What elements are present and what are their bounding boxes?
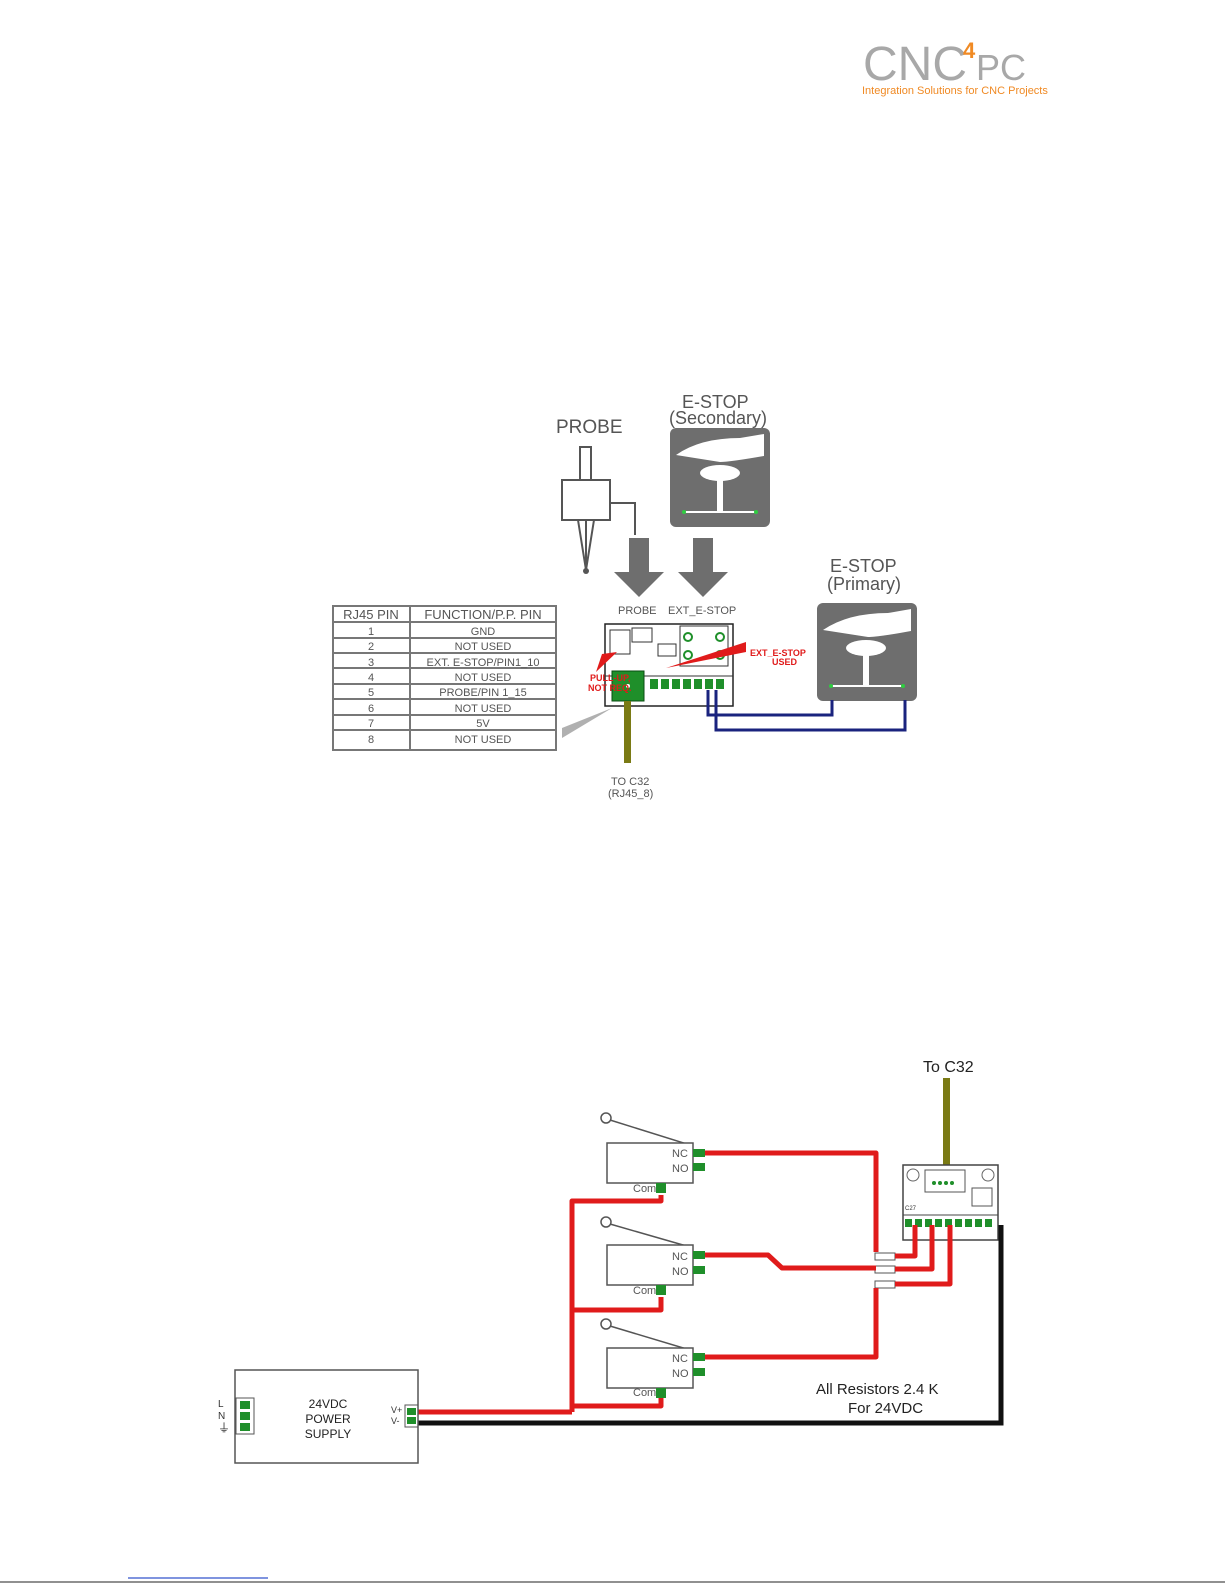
c32-cable [943,1078,950,1170]
estop-primary-icon [817,603,917,701]
switch-nc-label: NC [672,1353,688,1365]
table-cell: NOT USED [455,734,512,746]
resistor [874,1252,896,1261]
estop-primary-line1: E-STOP [830,556,897,576]
table-cell: 8 [368,734,374,746]
limit-switch-1: NC NO Com [600,1112,705,1195]
c-board [604,623,734,707]
board-probe-label: PROBE [618,605,657,617]
ground-wire [415,1225,1004,1426]
probe-arrow-icon [614,538,664,597]
limit-switch-2: NC NO Com [600,1216,705,1297]
table-cell: GND [471,626,496,638]
switch-nc-label: NC [672,1148,688,1160]
ext-used-pointer [666,642,746,668]
estop-secondary-icon [670,428,770,527]
resistor-note-line2: For 24VDC [848,1400,923,1417]
estop-secondary-line1: E-STOP [682,392,749,412]
ext-used-line1: EXT_E-STOP [750,648,806,658]
power-supply: L N ⏚ V+ V- 24VDC POWER SUPPLY [218,1369,419,1464]
table-cell: 5V [476,718,490,730]
table-cell: NOT USED [455,641,512,653]
table-cell: 4 [368,672,374,684]
table-cell: PROBE/PIN 1_15 [439,687,526,699]
switch-nc-label: NC [672,1251,688,1263]
to-c32-label: To C32 [923,1059,974,1076]
resistor [874,1280,896,1289]
table-cell: 1 [368,626,374,638]
probe-title: PROBE [556,417,623,438]
resistor-note-line1: All Resistors 2.4 K [816,1381,939,1398]
probe-icon [561,446,636,574]
psu-line1: 24VDC [309,1397,348,1411]
table-pointer [562,708,612,738]
estop-arrow-icon [678,538,728,597]
switch-no-label: NO [672,1163,689,1175]
switch-com-label: Com [633,1387,656,1399]
psu-line3: SUPPLY [305,1427,351,1441]
primary-estop-wire-1 [706,690,834,717]
estop-secondary-line2: (Secondary) [669,408,767,428]
red-wires [415,1150,953,1415]
psu-line2: POWER [305,1412,351,1426]
resistor [874,1265,896,1274]
logo-brand-sup: 4 [963,38,976,63]
estop-primary-line2: (Primary) [827,574,901,594]
table-header-pin: RJ45 PIN [343,607,399,622]
switch-com-label: Com [633,1285,656,1297]
table-cell: 6 [368,703,374,715]
limit-switch-3: NC NO Com [600,1318,705,1399]
table-cell: 3 [368,657,374,669]
rj45-pinout-table: RJ45 PIN FUNCTION/P.P. PIN 1 GND 2 NOT U… [332,605,557,751]
pullup-pointer [596,652,617,672]
switch-no-label: NO [672,1368,689,1380]
logo-brand-tail: PC [976,47,1026,88]
table-cell: NOT USED [455,672,512,684]
ground-icon: ⏚ [218,1421,230,1435]
psu-vplus-label: V+ [391,1405,402,1415]
table-cell: 2 [368,641,374,653]
c27-board-name: C27 [905,1206,917,1212]
table-cell: 7 [368,718,374,730]
resistors [874,1252,896,1289]
psu-vminus-label: V- [391,1416,400,1426]
table-cell: 5 [368,687,374,699]
limit-switch-wiring-diagram: To C32 C27 [218,1059,1004,1464]
to-c32-line1: TO C32 [611,776,649,788]
logo-brand-main: CNC [863,38,967,91]
to-c32-line2: (RJ45_8) [608,788,653,800]
pullup-line2: NOT REQ. [588,683,632,693]
pullup-line1: PULL-UP, [590,673,630,683]
table-cell: EXT. E-STOP/PIN1_10 [427,657,540,669]
table-cell: NOT USED [455,703,512,715]
rj45-cable [624,701,631,763]
board-estop-label: EXT_E-STOP [668,605,736,617]
switch-com-label: Com [633,1183,656,1195]
psu-n-label: N [218,1411,225,1422]
psu-l-label: L [218,1399,224,1410]
switch-no-label: NO [672,1266,689,1278]
logo-tagline: Integration Solutions for CNC Projects [862,85,1048,97]
cnc4pc-logo: CNC 4 PC Integration Solutions for CNC P… [862,38,1048,97]
table-header-function: FUNCTION/P.P. PIN [424,607,541,622]
ext-used-line2: USED [772,657,798,667]
probe-estop-diagram: PROBE E-STOP (Secondary) [332,392,917,800]
c27-board: C27 [902,1164,999,1241]
primary-estop-wire-2 [714,690,907,732]
